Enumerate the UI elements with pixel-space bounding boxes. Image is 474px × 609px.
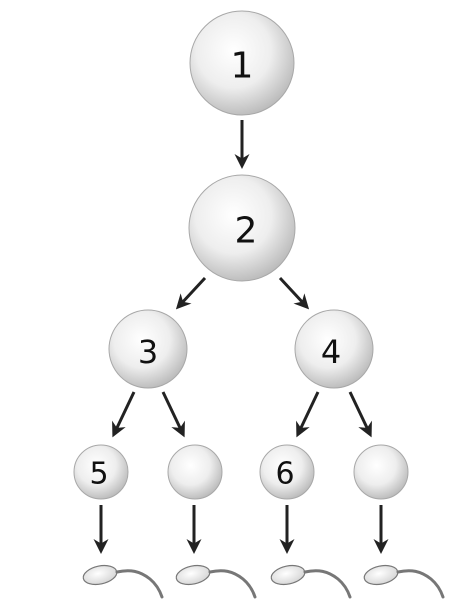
cell-2: 2 [188,174,296,282]
sperm-1 [82,564,164,599]
arrows [93,120,389,554]
cell-1: 1 [189,10,295,116]
cell-5b [167,444,223,500]
sperm-3-tail [303,569,352,599]
sperm-cells [82,564,445,599]
sperm-4-head [363,564,399,586]
sperm-4 [363,564,445,599]
arrow-2-to-3 [175,276,207,310]
cell-6-label: 6 [275,457,294,492]
cell-3-label: 3 [138,333,158,371]
arrow-3-to-5 [112,391,136,438]
cell-6b [353,444,409,500]
sperm-2-head [175,564,211,586]
arrow-4-to-6 [296,391,320,438]
sperm-4-tail [396,569,445,599]
sperm-3 [270,564,352,599]
cell-4: 4 [294,309,374,389]
sperm-1-tail [115,569,164,599]
cell-2-label: 2 [235,211,258,252]
cell-4-label: 4 [321,333,341,371]
cell-5-label: 5 [89,457,108,492]
cell-1-label: 1 [231,46,254,87]
cell-6: 6 [259,444,315,500]
sperm-1-head [82,564,118,586]
sperm-2-tail [208,569,257,599]
arrow-3-to-5b [161,391,185,438]
cell-5: 5 [73,444,129,500]
arrow-2-to-4 [278,276,310,310]
sperm-2 [175,564,257,599]
cells: 1 2 3 4 5 6 [73,10,409,500]
cell-3: 3 [108,309,188,389]
arrow-4-to-6b [348,391,372,438]
sperm-3-head [270,564,306,586]
